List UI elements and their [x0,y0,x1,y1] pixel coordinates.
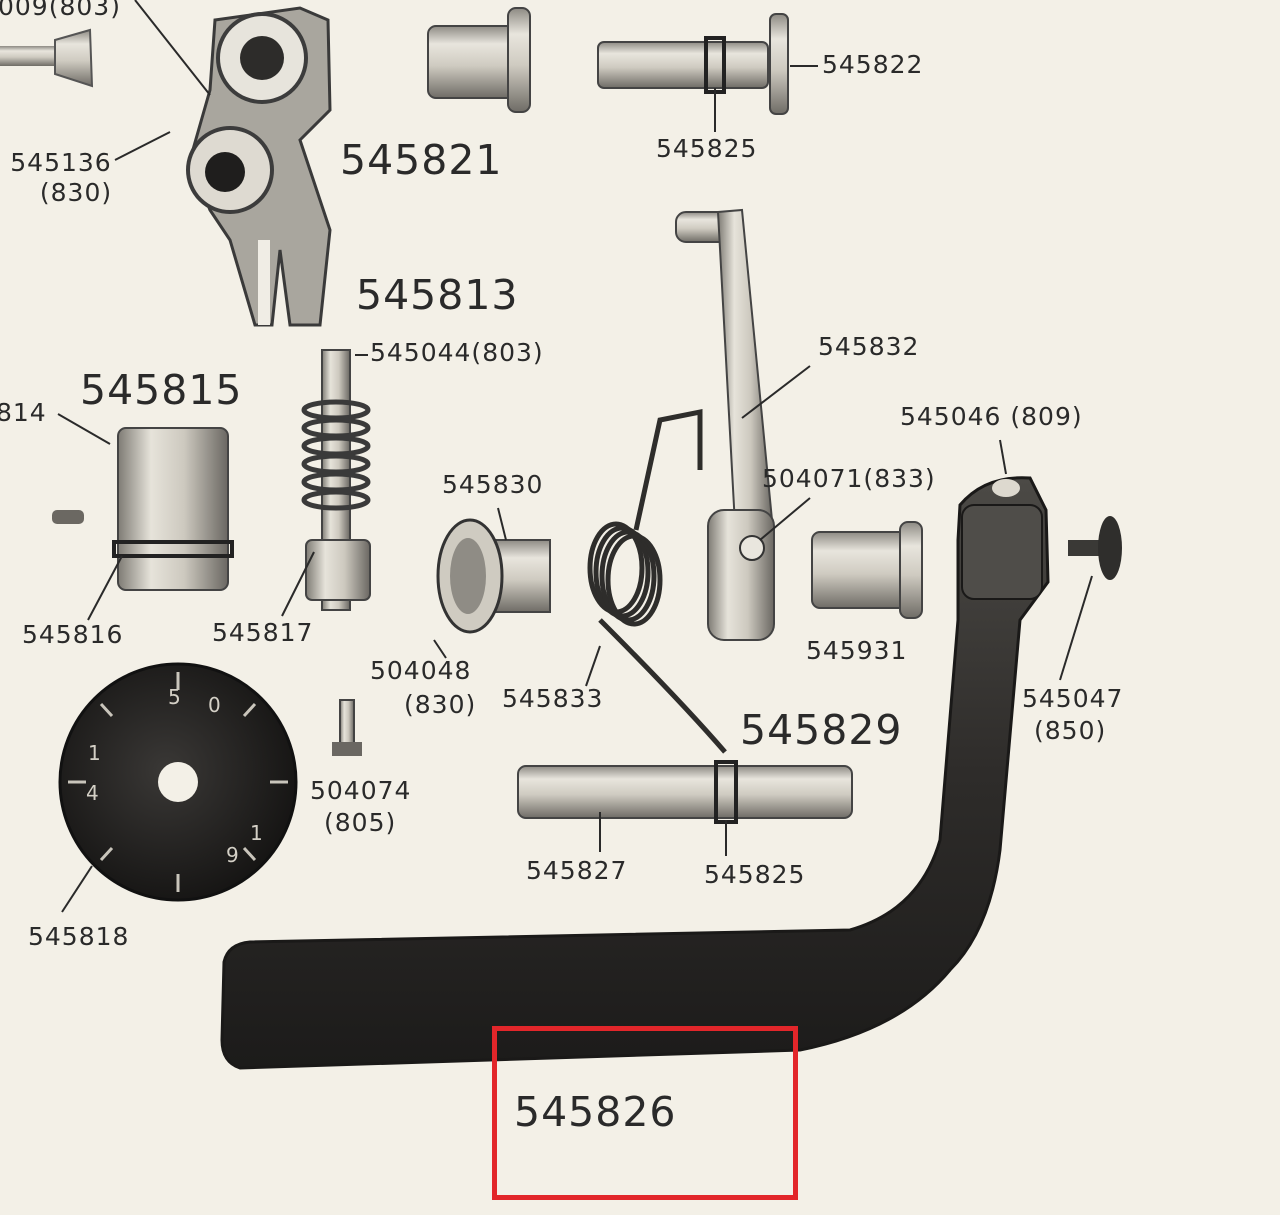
part-label-545044: 545044(803) [370,338,544,367]
arm-545832 [675,208,775,641]
sleeve-545815 [52,427,234,591]
bracket-545821 [186,6,332,327]
spring-shaft-545813 [301,349,371,611]
part-label-545815: 545815 [80,366,243,414]
dial-545818: 5 0 1 4 1 9 [58,662,298,902]
part-label-545827: 545827 [526,856,628,885]
torsion-spring-545833 [587,408,727,754]
part-label-545816: 545816 [22,620,124,649]
part-label-545009: 009(803) [0,0,121,21]
dial-numeral: 4 [86,781,99,805]
part-label-504074-sub: (805) [324,808,397,837]
part-label-545047: 545047 [1022,684,1124,713]
part-label-504048-sub: (830) [404,690,477,719]
leader-lines [57,0,1093,913]
part-label-545817: 545817 [212,618,314,647]
lever-545826 [220,476,1050,1070]
shaft-545829 [517,760,853,824]
bushing-545821-top [427,7,531,113]
part-label-545832: 545832 [818,332,920,361]
collar-545830 [436,518,551,634]
part-label-814: 814 [0,398,47,427]
part-label-545821: 545821 [340,136,503,184]
dial-numeral: 0 [208,693,221,717]
pin-545822 [597,13,789,115]
dial-numeral: 9 [226,843,239,867]
part-label-545136-sub: (830) [39,178,113,207]
part-label-545826: 545826 [514,1088,677,1136]
screw-504074 [332,699,362,756]
part-label-545931: 545931 [806,636,908,665]
dial-numeral: 1 [250,821,263,845]
part-label-545136: 545136 [10,148,112,177]
part-label-545813: 545813 [356,271,519,319]
screw-545047 [1068,516,1122,580]
part-label-545047-sub: (850) [1034,716,1107,745]
highlight-box [492,1026,798,1200]
part-label-504074: 504074 [310,776,412,805]
dial-numeral: 1 [88,741,101,765]
part-label-504071: 504071(833) [762,464,936,493]
part-label-545833: 545833 [502,684,604,713]
bushing-545931 [811,521,923,619]
part-label-504048: 504048 [370,656,472,685]
part-label-545822: 545822 [822,50,924,79]
part-label-545825-top: 545825 [656,134,758,163]
part-label-545818: 545818 [28,922,130,951]
part-label-545825-bottom: 545825 [704,860,806,889]
part-label-545829: 545829 [740,706,903,754]
part-label-545830: 545830 [442,470,544,499]
part-label-545046: 545046 (809) [900,402,1083,431]
dial-numeral: 5 [168,685,181,709]
shaft-part-topleft [0,28,94,88]
